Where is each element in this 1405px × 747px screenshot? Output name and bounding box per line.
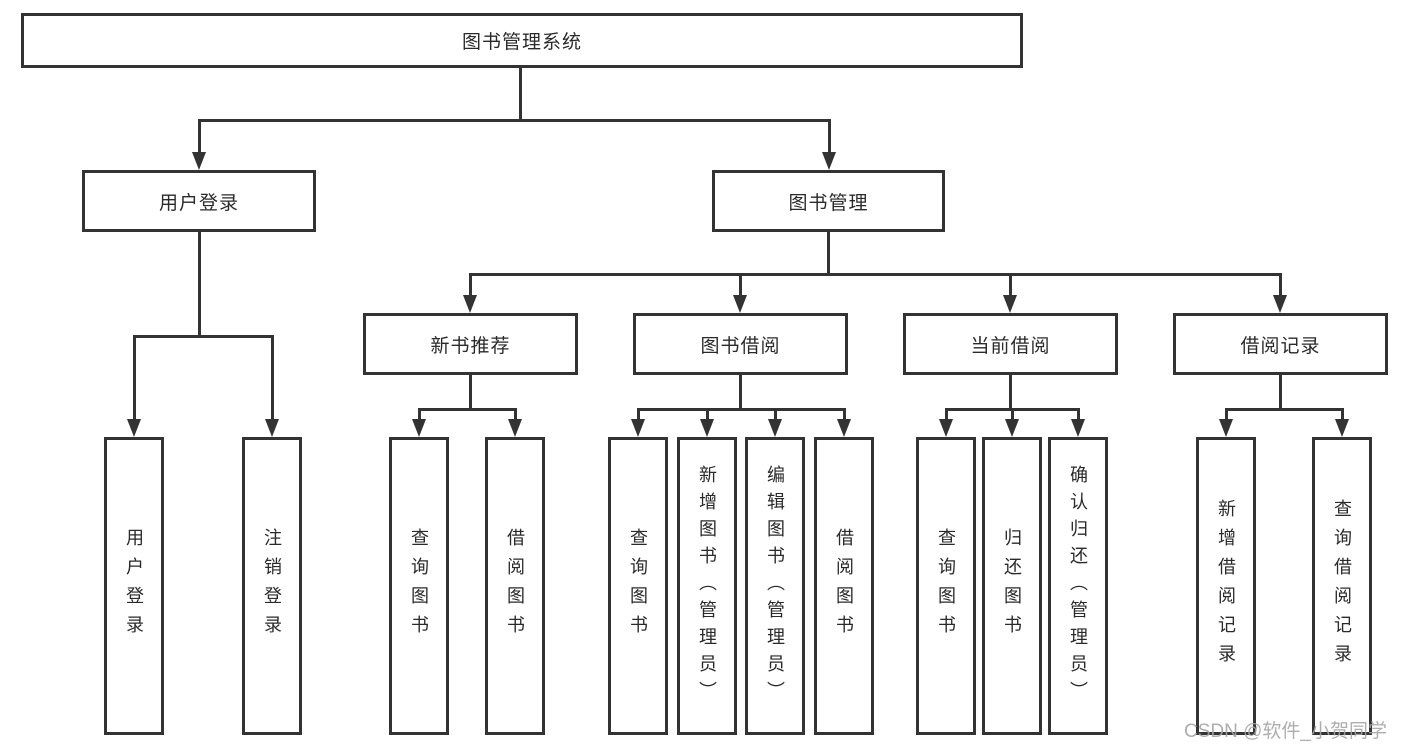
connector-current-borrow-stem — [1009, 375, 1012, 411]
connector-leaf-drop — [945, 408, 948, 421]
leaf-add-borrow-record: 新增借阅记录 — [1196, 437, 1256, 735]
leaf-edit-book-admin: 编辑图书（管理员） — [745, 437, 805, 735]
arrowhead-leaf — [1005, 419, 1019, 437]
connector-user-login-branch — [133, 335, 274, 338]
arrowhead-leaf — [127, 419, 141, 437]
connector-l3-drop — [1009, 273, 1012, 297]
arrowhead-leaf — [265, 419, 279, 437]
node-new-book-recommend: 新书推荐 — [363, 313, 578, 375]
arrowhead-borrow-record — [1273, 295, 1287, 313]
connector-new-book-branch — [418, 408, 517, 411]
node-borrow-record: 借阅记录 — [1173, 313, 1388, 375]
leaf-query-borrow-record-label: 查询借阅记录 — [1332, 499, 1352, 673]
node-new-book-recommend-label: 新书推荐 — [430, 335, 511, 357]
connector-leaf-drop — [418, 408, 421, 421]
connector-book-borrow-branch — [637, 408, 846, 411]
connector-root-branch — [198, 119, 831, 122]
arrowhead-leaf — [1335, 419, 1349, 437]
connector-l3-drop — [739, 273, 742, 297]
connector-leaf-drop — [271, 335, 274, 421]
connector-leaf-drop — [514, 408, 517, 421]
leaf-borrow-book-recommend: 借阅图书 — [485, 437, 545, 735]
arrowhead-leaf — [700, 419, 714, 437]
leaf-edit-book-admin-label: 编辑图书（管理员） — [765, 464, 785, 708]
node-current-borrow-label: 当前借阅 — [970, 335, 1051, 357]
node-root-label: 图书管理系统 — [461, 32, 582, 53]
arrowhead-leaf — [939, 419, 953, 437]
leaf-borrow-book-recommend-label: 借阅图书 — [505, 528, 525, 644]
node-book-borrow-label: 图书借阅 — [700, 335, 781, 357]
arrowhead-user-login — [192, 152, 206, 170]
leaf-return-book-label: 归还图书 — [1002, 528, 1022, 644]
arrowhead-leaf — [412, 419, 426, 437]
connector-new-book-stem — [469, 375, 472, 411]
arrowhead-leaf — [1071, 419, 1085, 437]
arrowhead-book-mgmt — [822, 152, 836, 170]
connector-leaf-drop — [843, 408, 846, 421]
leaf-user-login: 用户登录 — [104, 437, 164, 735]
leaf-add-borrow-record-label: 新增借阅记录 — [1216, 499, 1236, 673]
node-book-management: 图书管理 — [712, 170, 945, 232]
connector-leaf-drop — [133, 335, 136, 421]
leaf-query-borrow-record: 查询借阅记录 — [1312, 437, 1372, 735]
node-current-borrow: 当前借阅 — [903, 313, 1118, 375]
node-borrow-record-label: 借阅记录 — [1240, 335, 1321, 357]
leaf-confirm-return-admin: 确认归还（管理员） — [1048, 437, 1108, 735]
connector-user-login-stem — [198, 232, 201, 338]
leaf-add-book-admin: 新增图书（管理员） — [677, 437, 737, 735]
arrowhead-leaf — [631, 419, 645, 437]
connector-leaf-drop — [1011, 408, 1014, 421]
node-book-management-label: 图书管理 — [788, 192, 869, 214]
connector-leaf-drop — [1225, 408, 1228, 421]
node-root-system: 图书管理系统 — [21, 13, 1023, 68]
node-user-login: 用户登录 — [82, 170, 316, 232]
arrowhead-leaf — [1219, 419, 1233, 437]
leaf-logout: 注销登录 — [242, 437, 302, 735]
connector-user-login-drop — [198, 119, 201, 154]
connector-book-mgmt-stem — [827, 232, 830, 276]
leaf-query-book-recommend-label: 查询图书 — [409, 528, 429, 644]
connector-book-borrow-stem — [739, 375, 742, 411]
leaf-query-book-borrow: 查询图书 — [608, 437, 668, 735]
node-user-login-label: 用户登录 — [158, 192, 239, 214]
connector-leaf-drop — [637, 408, 640, 421]
leaf-logout-label: 注销登录 — [262, 528, 282, 644]
connector-leaf-drop — [1077, 408, 1080, 421]
connector-book-mgmt-drop — [828, 119, 831, 154]
connector-leaf-drop — [774, 408, 777, 421]
node-book-borrow: 图书借阅 — [633, 313, 848, 375]
connector-root-stem — [519, 68, 522, 120]
arrowhead-leaf — [837, 419, 851, 437]
connector-borrow-record-branch — [1225, 408, 1344, 411]
leaf-query-book-borrow-label: 查询图书 — [628, 528, 648, 644]
connector-book-mgmt-branch — [469, 273, 1281, 276]
arrowhead-leaf — [768, 419, 782, 437]
leaf-query-book-current: 查询图书 — [916, 437, 976, 735]
leaf-user-login-label: 用户登录 — [124, 528, 144, 644]
connector-l3-drop — [469, 273, 472, 297]
arrowhead-current-borrow — [1003, 295, 1017, 313]
arrowhead-book-borrow — [733, 295, 747, 313]
leaf-return-book: 归还图书 — [982, 437, 1042, 735]
arrowhead-new-book — [463, 295, 477, 313]
leaf-borrow-book: 借阅图书 — [814, 437, 874, 735]
connector-leaf-drop — [1341, 408, 1344, 421]
connector-l3-drop — [1279, 273, 1282, 297]
leaf-confirm-return-admin-label: 确认归还（管理员） — [1068, 464, 1088, 708]
connector-borrow-record-stem — [1279, 375, 1282, 411]
leaf-query-book-current-label: 查询图书 — [936, 528, 956, 644]
leaf-borrow-book-label: 借阅图书 — [834, 528, 854, 644]
connector-leaf-drop — [706, 408, 709, 421]
arrowhead-leaf — [508, 419, 522, 437]
leaf-add-book-admin-label: 新增图书（管理员） — [697, 464, 717, 708]
leaf-query-book-recommend: 查询图书 — [389, 437, 449, 735]
watermark: CSDN @软件_小贺同学 — [1184, 721, 1387, 742]
